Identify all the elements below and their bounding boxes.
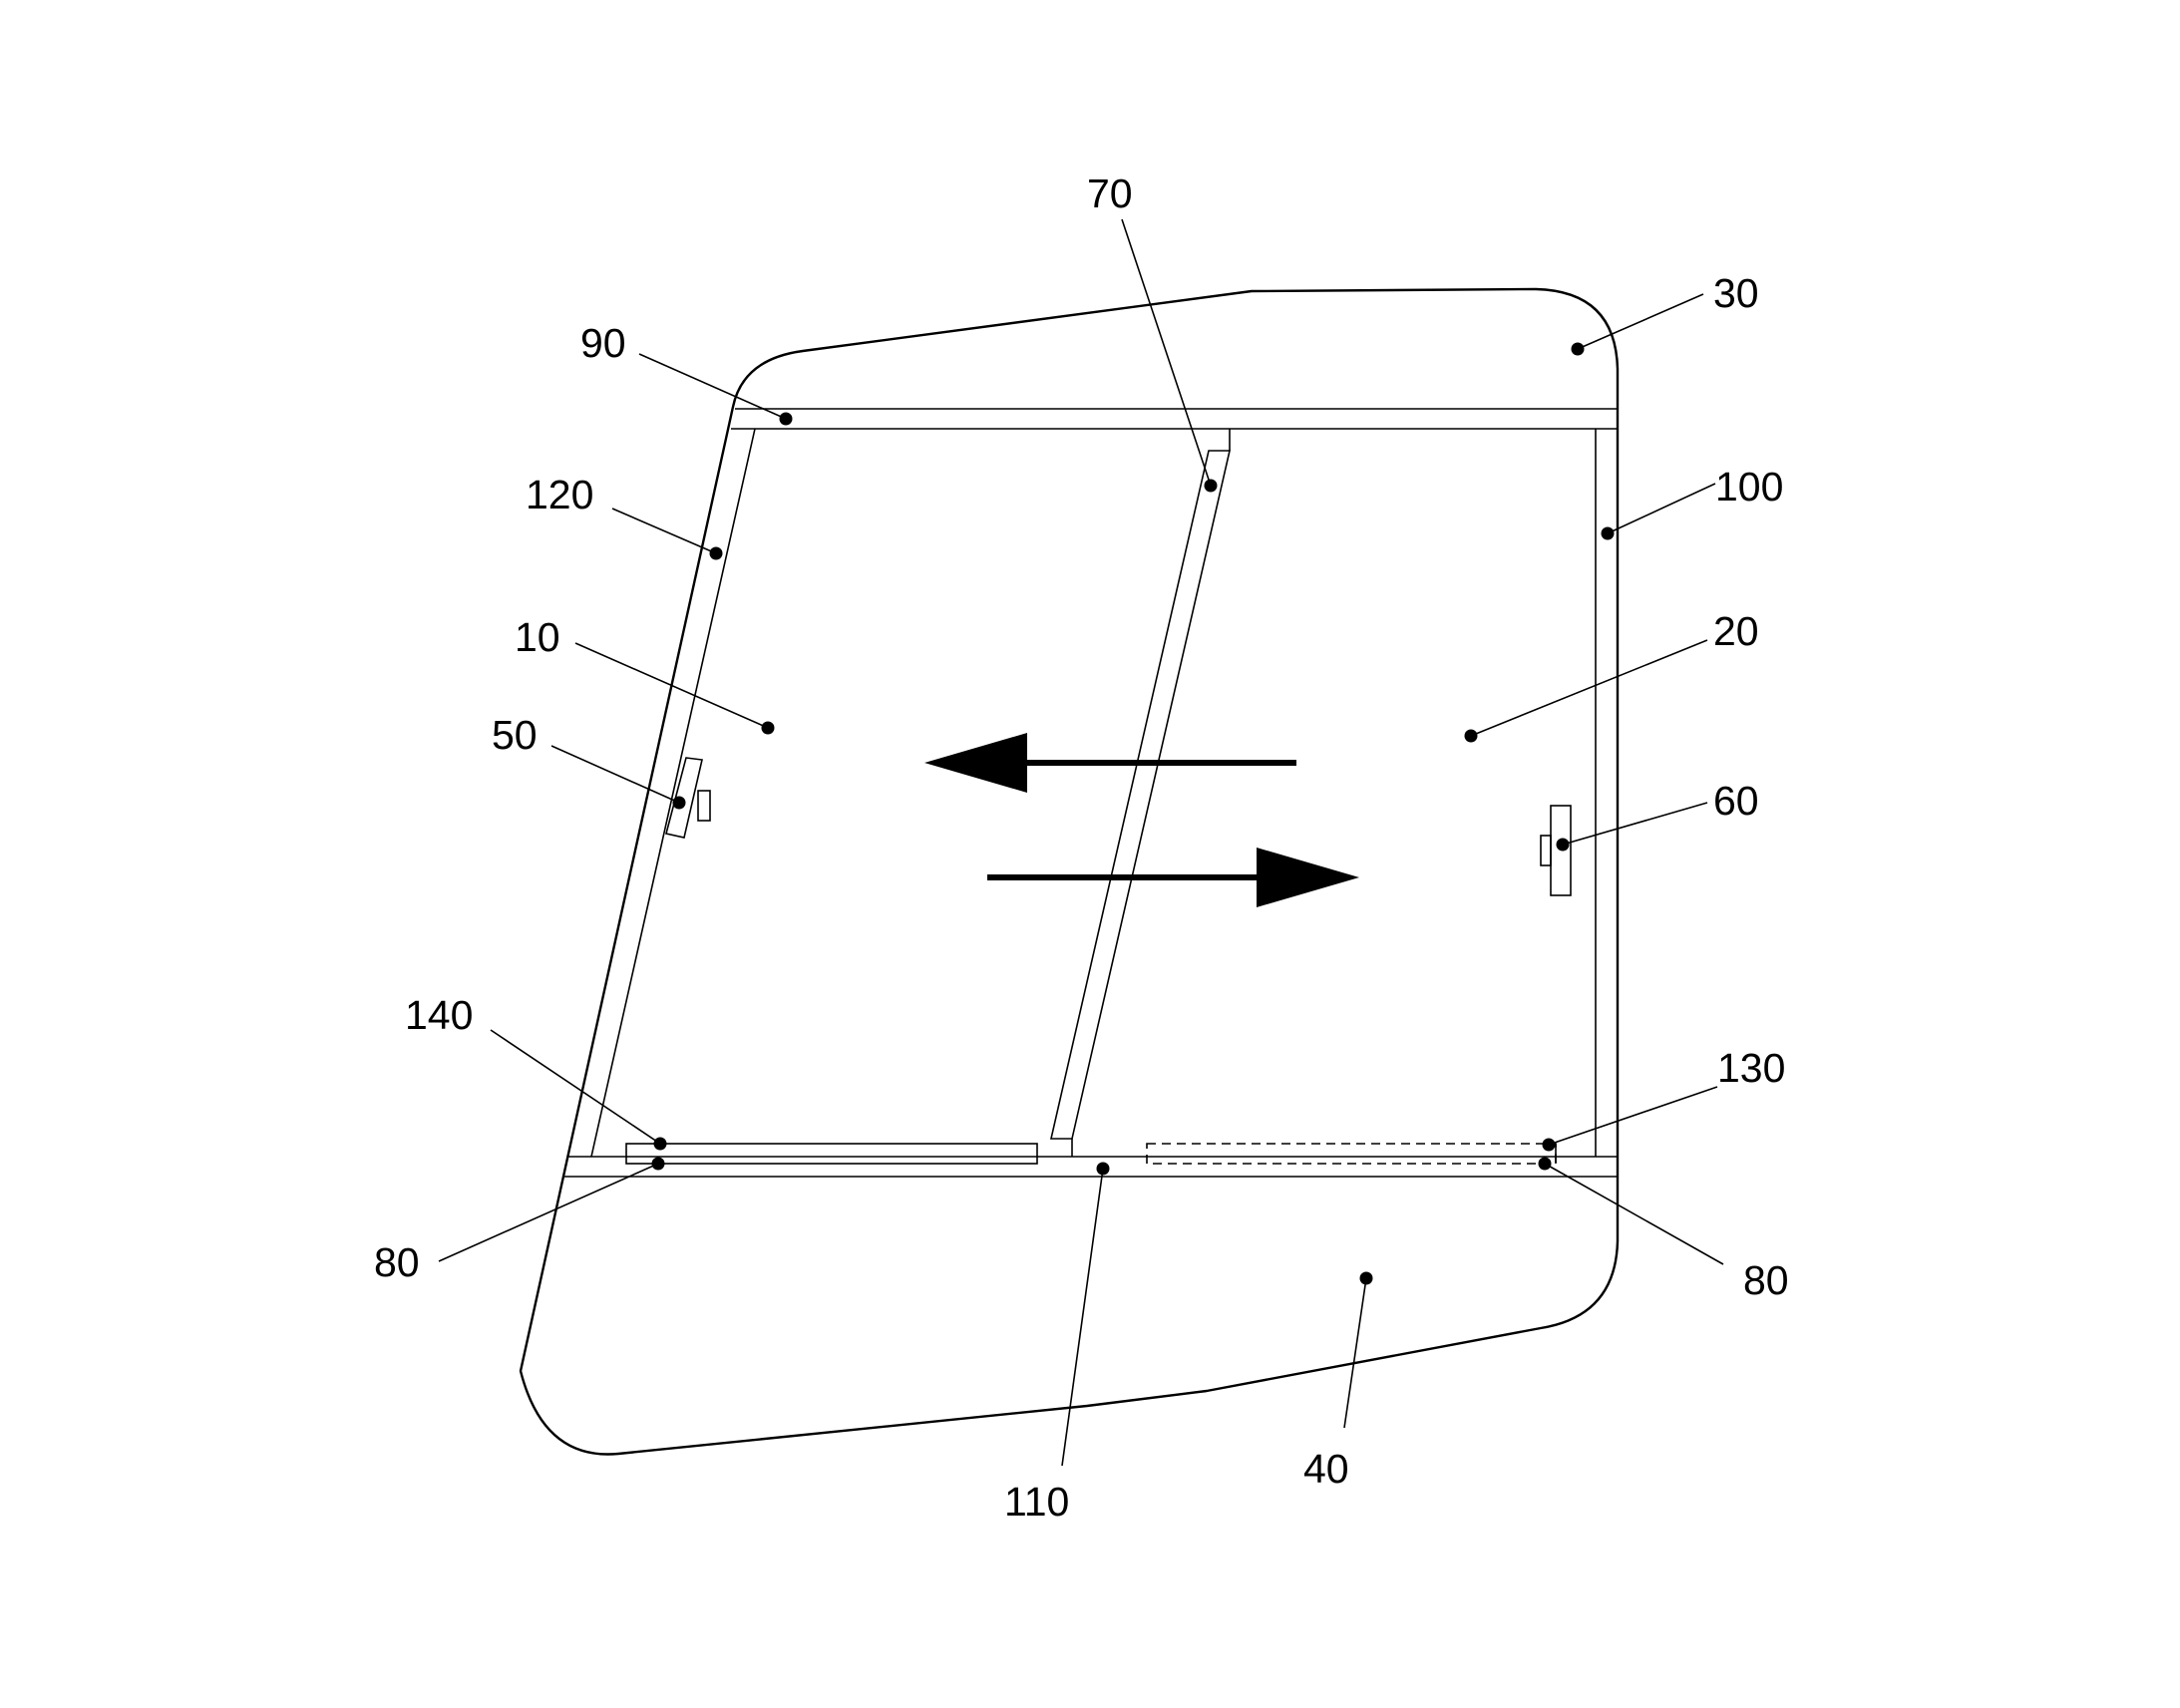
label-60: 60	[1713, 778, 1759, 824]
label-100: 100	[1715, 464, 1783, 510]
label-40: 40	[1303, 1446, 1349, 1492]
label-110: 110	[1004, 1479, 1069, 1525]
latch-50	[665, 757, 711, 839]
arrow-right	[987, 848, 1359, 907]
label-120: 120	[526, 472, 593, 517]
reference-labels: 70 30 90 120 100 10 20 50 60 140 130 80 …	[374, 171, 1789, 1525]
label-80-right: 80	[1743, 1257, 1789, 1303]
label-70: 70	[1087, 171, 1133, 216]
track-130	[1146, 1143, 1557, 1165]
housing-outline	[519, 287, 1620, 1456]
label-20: 20	[1713, 608, 1759, 654]
label-90: 90	[580, 320, 626, 366]
left-frame-120	[590, 428, 756, 1158]
middle-partition-70	[1049, 450, 1232, 1140]
arrow-left	[924, 733, 1296, 793]
track-140	[625, 1143, 1038, 1165]
leaders	[438, 218, 1724, 1467]
label-50: 50	[492, 712, 538, 758]
top-rail-90	[731, 408, 1618, 430]
label-140: 140	[405, 992, 473, 1038]
label-10: 10	[515, 614, 560, 660]
latch-60	[1540, 805, 1572, 896]
label-130: 130	[1717, 1045, 1785, 1091]
label-80-left: 80	[374, 1239, 420, 1285]
bottom-rail-110	[563, 1156, 1618, 1178]
label-30: 30	[1713, 270, 1759, 316]
